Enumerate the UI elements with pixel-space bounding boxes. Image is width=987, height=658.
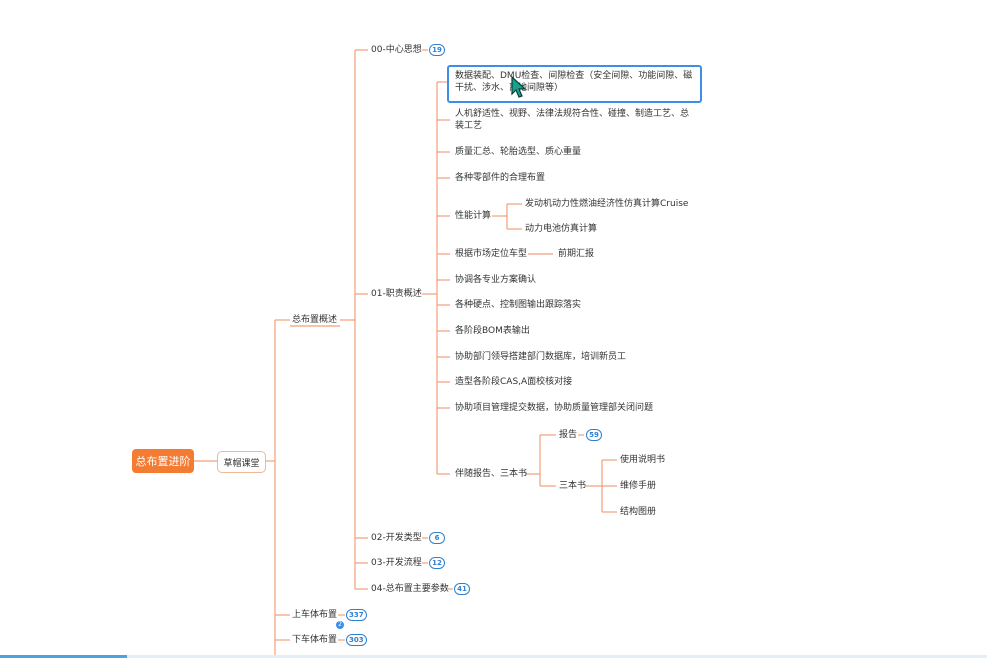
count-badge[interactable]: 41 (454, 583, 470, 595)
duty-cas[interactable]: 造型各阶段CAS,A面校核对接 (455, 377, 573, 387)
report-node[interactable]: 报告 (559, 430, 578, 440)
node-dev-process[interactable]: 03-开发流程 (371, 558, 422, 568)
three-books-node[interactable]: 三本书 (559, 481, 587, 491)
count-badge[interactable]: 337 (346, 609, 367, 621)
selected-node-box[interactable] (447, 65, 702, 103)
duty-mass[interactable]: 质量汇总、轮胎选型、质心重量 (455, 147, 582, 157)
duty-bom[interactable]: 各阶段BOM表输出 (455, 326, 530, 336)
duty-coordinate[interactable]: 协调各专业方案确认 (455, 275, 537, 285)
duty-database[interactable]: 协助部门领导搭建部门数据库，培训新员工 (455, 352, 627, 362)
duty-hardpoints[interactable]: 各种硬点、控制图输出跟踪落实 (455, 300, 582, 310)
count-badge[interactable]: 59 (586, 429, 602, 441)
duty-layout[interactable]: 各种零部件的合理布置 (455, 173, 546, 183)
duty-market[interactable]: 根据市场定位车型 (455, 249, 528, 259)
book-structure[interactable]: 结构图册 (620, 507, 657, 517)
node-upper-body[interactable]: 上车体布置 (292, 610, 338, 620)
count-badge[interactable]: 303 (346, 634, 367, 646)
count-badge[interactable]: 6 (429, 532, 445, 544)
market-report[interactable]: 前期汇报 (558, 249, 595, 259)
mouse-cursor-icon (511, 76, 527, 98)
notification-dot[interactable]: 2 (336, 621, 344, 629)
duty-data-assembly[interactable]: 数据装配、DMU检查、间隙检查（安全间隙、功能间隙、磁干扰、涉水、离地间隙等） (455, 71, 693, 93)
node-duties[interactable]: 01-职责概述 (371, 289, 422, 299)
duty-performance[interactable]: 性能计算 (455, 211, 492, 221)
perf-battery[interactable]: 动力电池仿真计算 (525, 224, 598, 234)
node-dev-type[interactable]: 02-开发类型 (371, 533, 422, 543)
node-overview[interactable]: 总布置概述 (292, 315, 338, 325)
duty-ergonomics[interactable]: 人机舒适性、视野、法律法规符合性、碰撞、制造工艺、总装工艺 (455, 109, 690, 131)
book-repair[interactable]: 维修手册 (620, 481, 657, 491)
node-main-params[interactable]: 04-总布置主要参数 (371, 584, 449, 594)
count-badge[interactable]: 19 (429, 44, 445, 56)
book-manual[interactable]: 使用说明书 (620, 455, 666, 465)
bottom-scrollbar[interactable] (0, 655, 987, 658)
root-node[interactable]: 总布置进阶 (132, 449, 194, 473)
sub-node[interactable]: 草帽课堂 (217, 451, 266, 473)
node-lower-body[interactable]: 下车体布置 (292, 635, 338, 645)
duty-report[interactable]: 伴随报告、三本书 (455, 469, 528, 479)
perf-engine[interactable]: 发动机动力性燃油经济性仿真计算Cruise (525, 199, 689, 209)
count-badge[interactable]: 12 (429, 557, 445, 569)
scrollbar-thumb[interactable] (0, 655, 127, 658)
node-core-idea[interactable]: 00-中心思想 (371, 45, 422, 55)
duty-project[interactable]: 协助项目管理提交数据，协助质量管理部关闭问题 (455, 403, 654, 413)
